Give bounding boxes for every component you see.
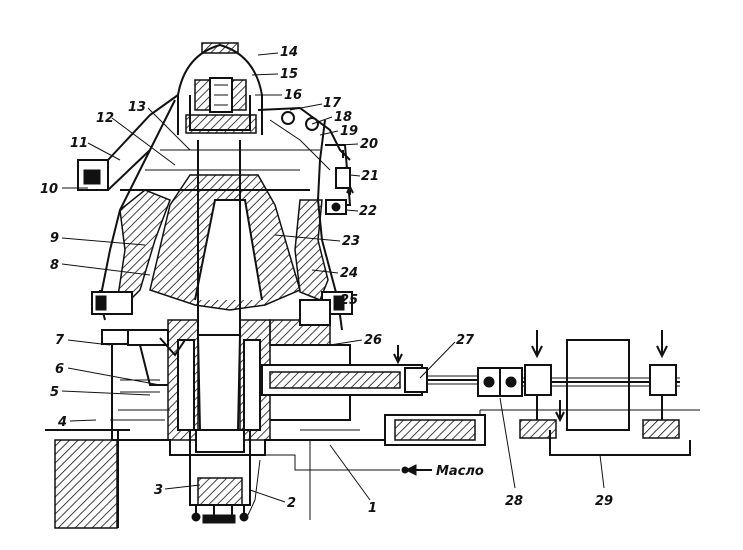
right-upper-mechanism	[257, 106, 354, 215]
drive-shaft	[261, 345, 480, 396]
label-21: 21	[361, 169, 379, 184]
label-12: 12	[96, 111, 114, 126]
label-18: 18	[334, 110, 352, 125]
part-number-labels: 14 15 16 17 18 19 20 21 22 23 24 25 26 2…	[40, 45, 613, 516]
label-6: 6	[55, 362, 64, 377]
label-4: 4	[57, 415, 67, 430]
label-oil: Масло	[436, 464, 484, 479]
leader-lines	[61, 52, 605, 503]
label-3: 3	[154, 483, 163, 498]
label-1: 1	[368, 501, 377, 516]
label-24: 24	[340, 266, 358, 281]
label-11: 11	[70, 136, 88, 151]
label-14: 14	[280, 45, 298, 60]
label-8: 8	[50, 258, 59, 273]
label-15: 15	[280, 67, 298, 82]
label-22: 22	[359, 204, 377, 219]
bottom-cylinder	[189, 429, 251, 524]
label-23: 23	[342, 234, 360, 249]
label-19: 19	[340, 124, 358, 139]
top-cap-assembly	[177, 42, 263, 135]
label-7: 7	[55, 333, 65, 348]
foundation-block	[45, 429, 130, 529]
label-9: 9	[50, 231, 59, 246]
label-25: 25	[340, 293, 358, 308]
lower-housing-frame	[101, 329, 300, 456]
label-26: 26	[364, 333, 382, 348]
label-5: 5	[50, 385, 59, 400]
electric-motor	[479, 330, 700, 456]
oil-inlet-arrow	[404, 464, 432, 476]
label-17: 17	[323, 96, 342, 111]
label-16: 16	[284, 88, 302, 103]
oil-pump-unit	[247, 414, 486, 520]
label-2: 2	[287, 496, 296, 511]
coupling	[477, 367, 523, 397]
label-10: 10	[40, 182, 58, 197]
label-13: 13	[128, 100, 146, 115]
label-28: 28	[505, 494, 523, 509]
label-20: 20	[360, 137, 378, 152]
label-29: 29	[595, 494, 613, 509]
label-27: 27	[456, 333, 475, 348]
